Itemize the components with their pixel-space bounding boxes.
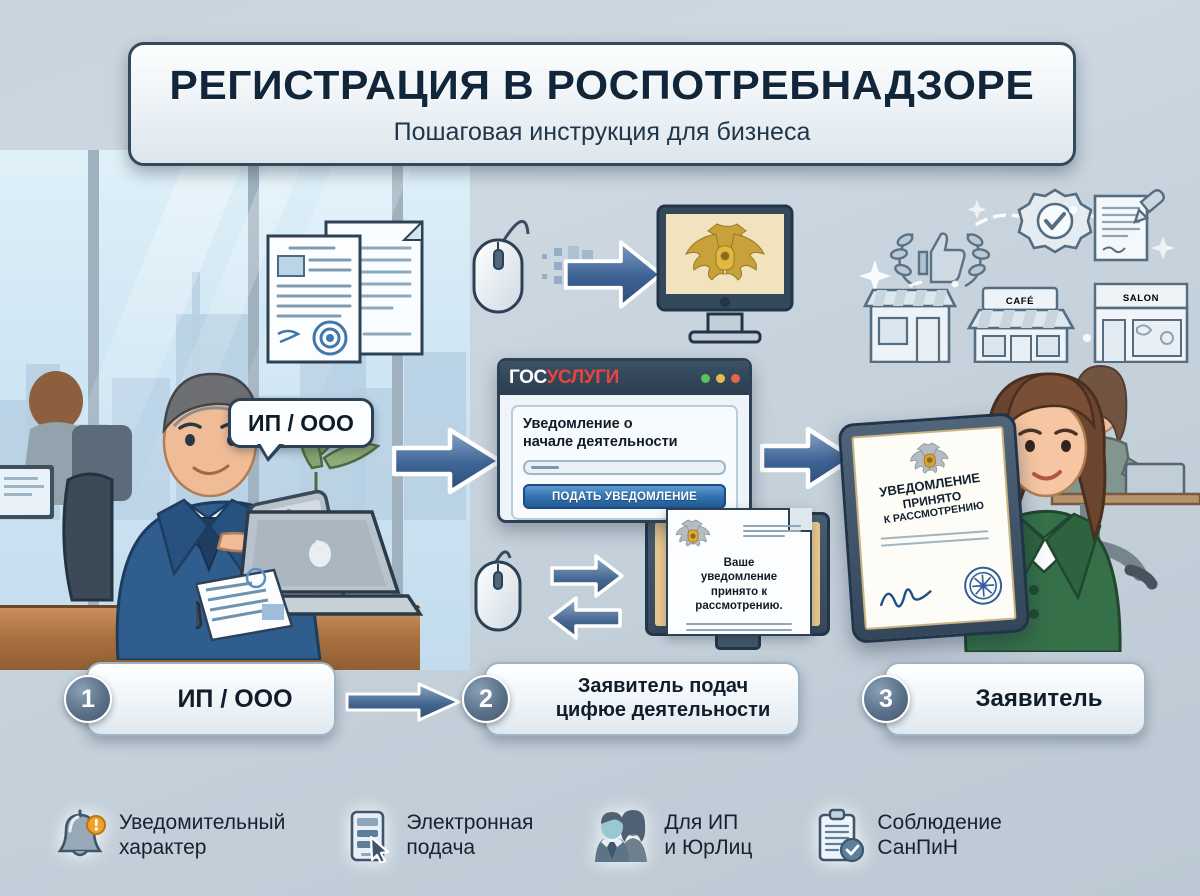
notif-line-1: Ваше (723, 557, 755, 569)
notif-line-3: принято к (710, 585, 768, 598)
exchange-arrow-right-icon (550, 554, 624, 598)
form-text-input[interactable] (523, 460, 726, 476)
step-badge-3: 3 (862, 675, 910, 723)
step-label-2-line1: Заявитель подач (577, 675, 749, 698)
page-subtitle: Пошаговая инструкция для бизнеса (393, 117, 811, 146)
feature-text-4: Соблюдение СанПиН (877, 811, 1001, 860)
cafe-storefront-icon: CAFÉ (966, 286, 1076, 364)
feature-1-line2: характер (119, 836, 207, 859)
logo-part-uslugi: УСЛУГИ (546, 367, 620, 388)
notif-line-2: уведомление (700, 571, 778, 584)
person-female-silhouette (619, 810, 648, 862)
desk-papers-icon (196, 567, 294, 642)
salon-storefront-icon: SALON (1093, 282, 1189, 364)
gosuslugi-browser-window[interactable]: ГОСУСЛУГИ Уведомление о начале деятельно… (497, 358, 752, 523)
notif-line-4: рассмотрению. (695, 599, 783, 612)
form-heading-line2: начале деятельности (523, 433, 678, 450)
feature-item-1: Уведомительный характер (54, 809, 285, 863)
mouse-exchange-group (474, 550, 624, 640)
feature-text-3: Для ИП и ЮрЛиц (664, 811, 752, 860)
submit-notification-button[interactable]: ПОДАТЬ УВЕДОМЛЕНИЕ (523, 484, 726, 510)
window-dot-green[interactable] (701, 373, 710, 383)
window-dot-red[interactable] (731, 373, 740, 383)
speech-bubble: ИП / ООО (228, 398, 374, 462)
mobile-cursor-icon (351, 810, 390, 863)
feature-item-4: Соблюдение СанПиН (814, 808, 1002, 864)
document-stack-icon (266, 219, 424, 364)
feature-4-line2: СанПиН (877, 836, 959, 859)
step-card-3[interactable]: 3 Заявитель (862, 662, 1146, 736)
feature-4-line1: Соблюдение (877, 811, 1002, 835)
thumbs-up-laurel-icon (889, 232, 991, 288)
notification-accepted-document: Ваше уведомление принято к рассмотрению. (666, 508, 812, 636)
shop-storefront-icon (862, 288, 958, 364)
feature-item-2: Электронная подача (347, 809, 533, 863)
verified-badge-icon (1017, 188, 1093, 254)
sparkle-icon (859, 200, 1175, 292)
mouse-icon-2 (474, 550, 522, 632)
cafe-sign-label: CAFÉ (1006, 296, 1034, 307)
logo-part-gos: ГОС (509, 367, 547, 388)
feature-1-line1: Уведомительный (119, 811, 286, 835)
certificate-document: УВЕДОМЛЕНИЕ ПРИНЯТО К РАССМОТРЕНИЮ (851, 425, 1017, 631)
flow-arrow-2-icon (760, 426, 856, 490)
speech-bubble-text: ИП / ООО (248, 409, 354, 436)
feature-row: Уведомительный характер Электронная пода… (0, 786, 1200, 886)
notification-form-card: Уведомление о начале деятельности ПОДАТЬ… (511, 405, 738, 520)
step-badge-1: 1 (64, 675, 112, 723)
laptop-and-desk-items (196, 510, 424, 642)
browser-content: Уведомление о начале деятельности ПОДАТЬ… (500, 395, 749, 520)
feature-3-line2: и ЮрЛиц (664, 836, 753, 859)
window-dot-yellow[interactable] (716, 373, 725, 383)
mouse-icon (472, 220, 530, 314)
step-card-1[interactable]: 1 ИП / ООО (64, 662, 336, 736)
people-icon (595, 810, 648, 862)
clipboard-check-icon (819, 808, 865, 863)
feature-text-2: Электронная подача (406, 811, 533, 860)
mouse-to-gov-monitor-group (472, 204, 794, 344)
step-label-2-line2: цифюе деятельности (555, 699, 771, 721)
feature-2-line1: Электронная (406, 811, 534, 835)
coat-of-arms-icon-2 (909, 442, 949, 475)
window-controls[interactable] (701, 373, 740, 383)
smartphone-icon (196, 600, 203, 634)
feature-item-3: Для ИП и ЮрЛиц (593, 810, 752, 862)
bell-alert-icon (57, 809, 106, 857)
feature-text-1: Уведомительный характер (119, 811, 285, 860)
page-title: РЕГИСТРАЦИЯ В РОСПОТРЕБНАДЗОРЕ (169, 61, 1035, 108)
step-arrow-1-to-2-icon (345, 682, 461, 722)
official-seal-icon (964, 566, 1003, 605)
step-label-1: ИП / ООО (177, 684, 293, 713)
government-monitor-icon (656, 204, 794, 344)
coat-of-arms-icon (675, 519, 711, 547)
form-heading-line1: Уведомление о (523, 416, 633, 432)
certificate-text: УВЕДОМЛЕНИЕ ПРИНЯТО К РАССМОТРЕНИЮ (879, 470, 986, 527)
person-male-silhouette (595, 812, 630, 862)
feature-3-line1: Для ИП (664, 811, 739, 835)
blue-arrow-icon (563, 240, 663, 309)
title-banner: РЕГИСТРАЦИЯ В РОСПОТРЕБНАДЗОРЕ Пошаговая… (128, 42, 1076, 166)
exchange-arrow-left-icon (548, 596, 622, 640)
salon-sign-label: SALON (1123, 293, 1159, 304)
notification-doc-text: Ваше уведомление принято к рассмотрению. (676, 556, 802, 613)
step-badge-2: 2 (462, 675, 510, 723)
signature-icon (880, 588, 932, 608)
step-label-3: Заявитель (975, 685, 1103, 712)
step-card-2[interactable]: 2 Заявитель подач цифюе деятельности (462, 662, 800, 736)
certificate-tablet[interactable]: УВЕДОМЛЕНИЕ ПРИНЯТО К РАССМОТРЕНИЮ (837, 412, 1031, 644)
signed-document-pen-icon (1093, 189, 1165, 262)
flow-arrow-1-icon (392, 427, 503, 495)
browser-title-bar: ГОСУСЛУГИ (500, 361, 749, 395)
business-icons-cluster: CAFÉ SALON (855, 188, 1195, 364)
form-heading: Уведомление о начале деятельности (523, 416, 726, 451)
feature-2-line2: подача (406, 836, 476, 859)
gosuslugi-logo: ГОСУСЛУГИ (509, 367, 619, 389)
